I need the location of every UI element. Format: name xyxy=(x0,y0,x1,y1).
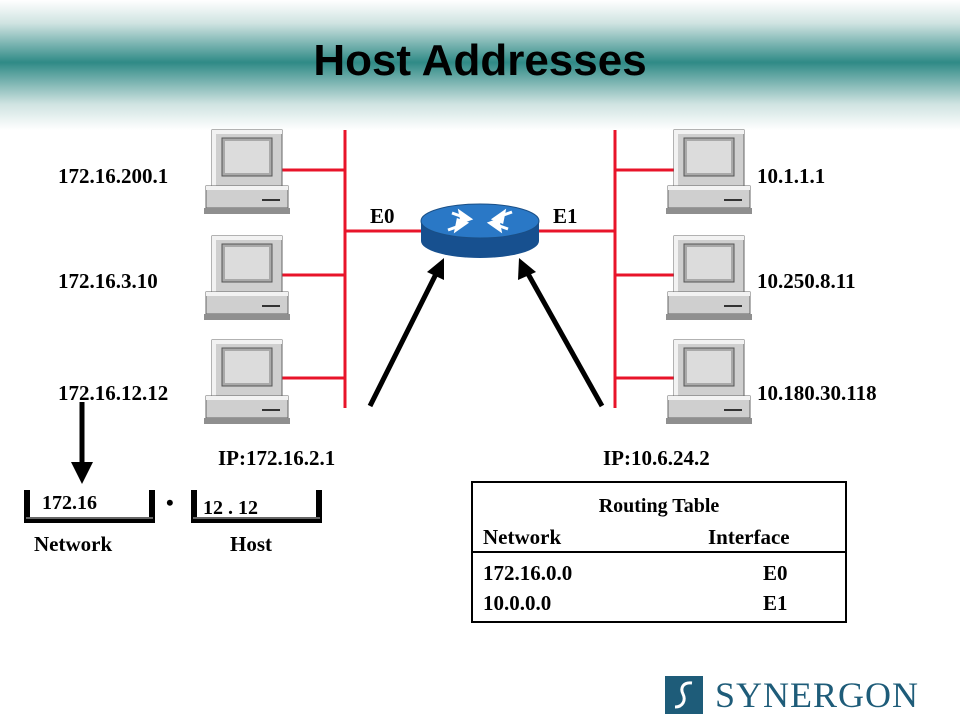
router-ip-label: IP:10.6.24.2 xyxy=(603,446,710,470)
separator-dot: • xyxy=(166,490,174,515)
computer-icon xyxy=(665,235,753,321)
host-address-label: 10.250.8.11 xyxy=(757,269,856,293)
network-part-value: 172.16 xyxy=(42,492,97,514)
table-row: 10.0.0.0 E1 xyxy=(473,591,845,621)
routing-table-title: Routing Table xyxy=(598,495,720,517)
synergon-logo-mark xyxy=(665,676,703,714)
table-cell-interface: E1 xyxy=(763,591,788,615)
computer-icon xyxy=(665,339,753,425)
host-part-label: Host xyxy=(230,532,272,556)
computer-icon xyxy=(665,129,753,215)
computer-icon xyxy=(203,129,291,215)
header-band xyxy=(0,0,960,130)
host-address-label: 172.16.200.1 xyxy=(58,164,169,188)
left-segment-lines xyxy=(282,130,424,408)
routing-table-header-interface: Interface xyxy=(708,525,790,549)
table-cell-interface: E0 xyxy=(763,561,788,585)
host-address-label: 10.180.30.118 xyxy=(757,381,877,405)
arrow-icon xyxy=(518,258,605,408)
table-cell-network: 10.0.0.0 xyxy=(483,591,552,615)
table-row: 172.16.0.0 E0 xyxy=(473,561,845,591)
arrow-icon xyxy=(71,402,93,484)
interface-label-e0: E0 xyxy=(370,204,395,228)
logo-wordmark: SYNERGON xyxy=(715,675,920,715)
arrow-icon xyxy=(367,258,444,408)
computer-icon xyxy=(203,339,291,425)
computer-icon xyxy=(203,235,291,321)
routing-table-header-network: Network xyxy=(483,525,562,549)
synergon-logo: SYNERGON xyxy=(665,675,920,715)
interface-label-e1: E1 xyxy=(553,204,578,228)
network-bracket xyxy=(24,490,155,523)
router-ip-label: IP:172.16.2.1 xyxy=(218,446,336,470)
host-address-label: 10.1.1.1 xyxy=(757,164,826,188)
router-icon xyxy=(420,203,540,258)
routing-table-divider xyxy=(473,551,845,553)
network-part-label: Network xyxy=(34,532,113,556)
right-segment-lines xyxy=(536,130,678,408)
host-part-value: 12 . 12 xyxy=(203,497,258,519)
host-address-label: 172.16.3.10 xyxy=(58,269,158,293)
host-address-label: 172.16.12.12 xyxy=(58,381,169,405)
table-cell-network: 172.16.0.0 xyxy=(483,561,573,585)
routing-table: Routing Table Network Interface 172.16.0… xyxy=(471,481,847,623)
host-bracket xyxy=(191,490,322,523)
page-title: Host Addresses xyxy=(313,36,647,85)
